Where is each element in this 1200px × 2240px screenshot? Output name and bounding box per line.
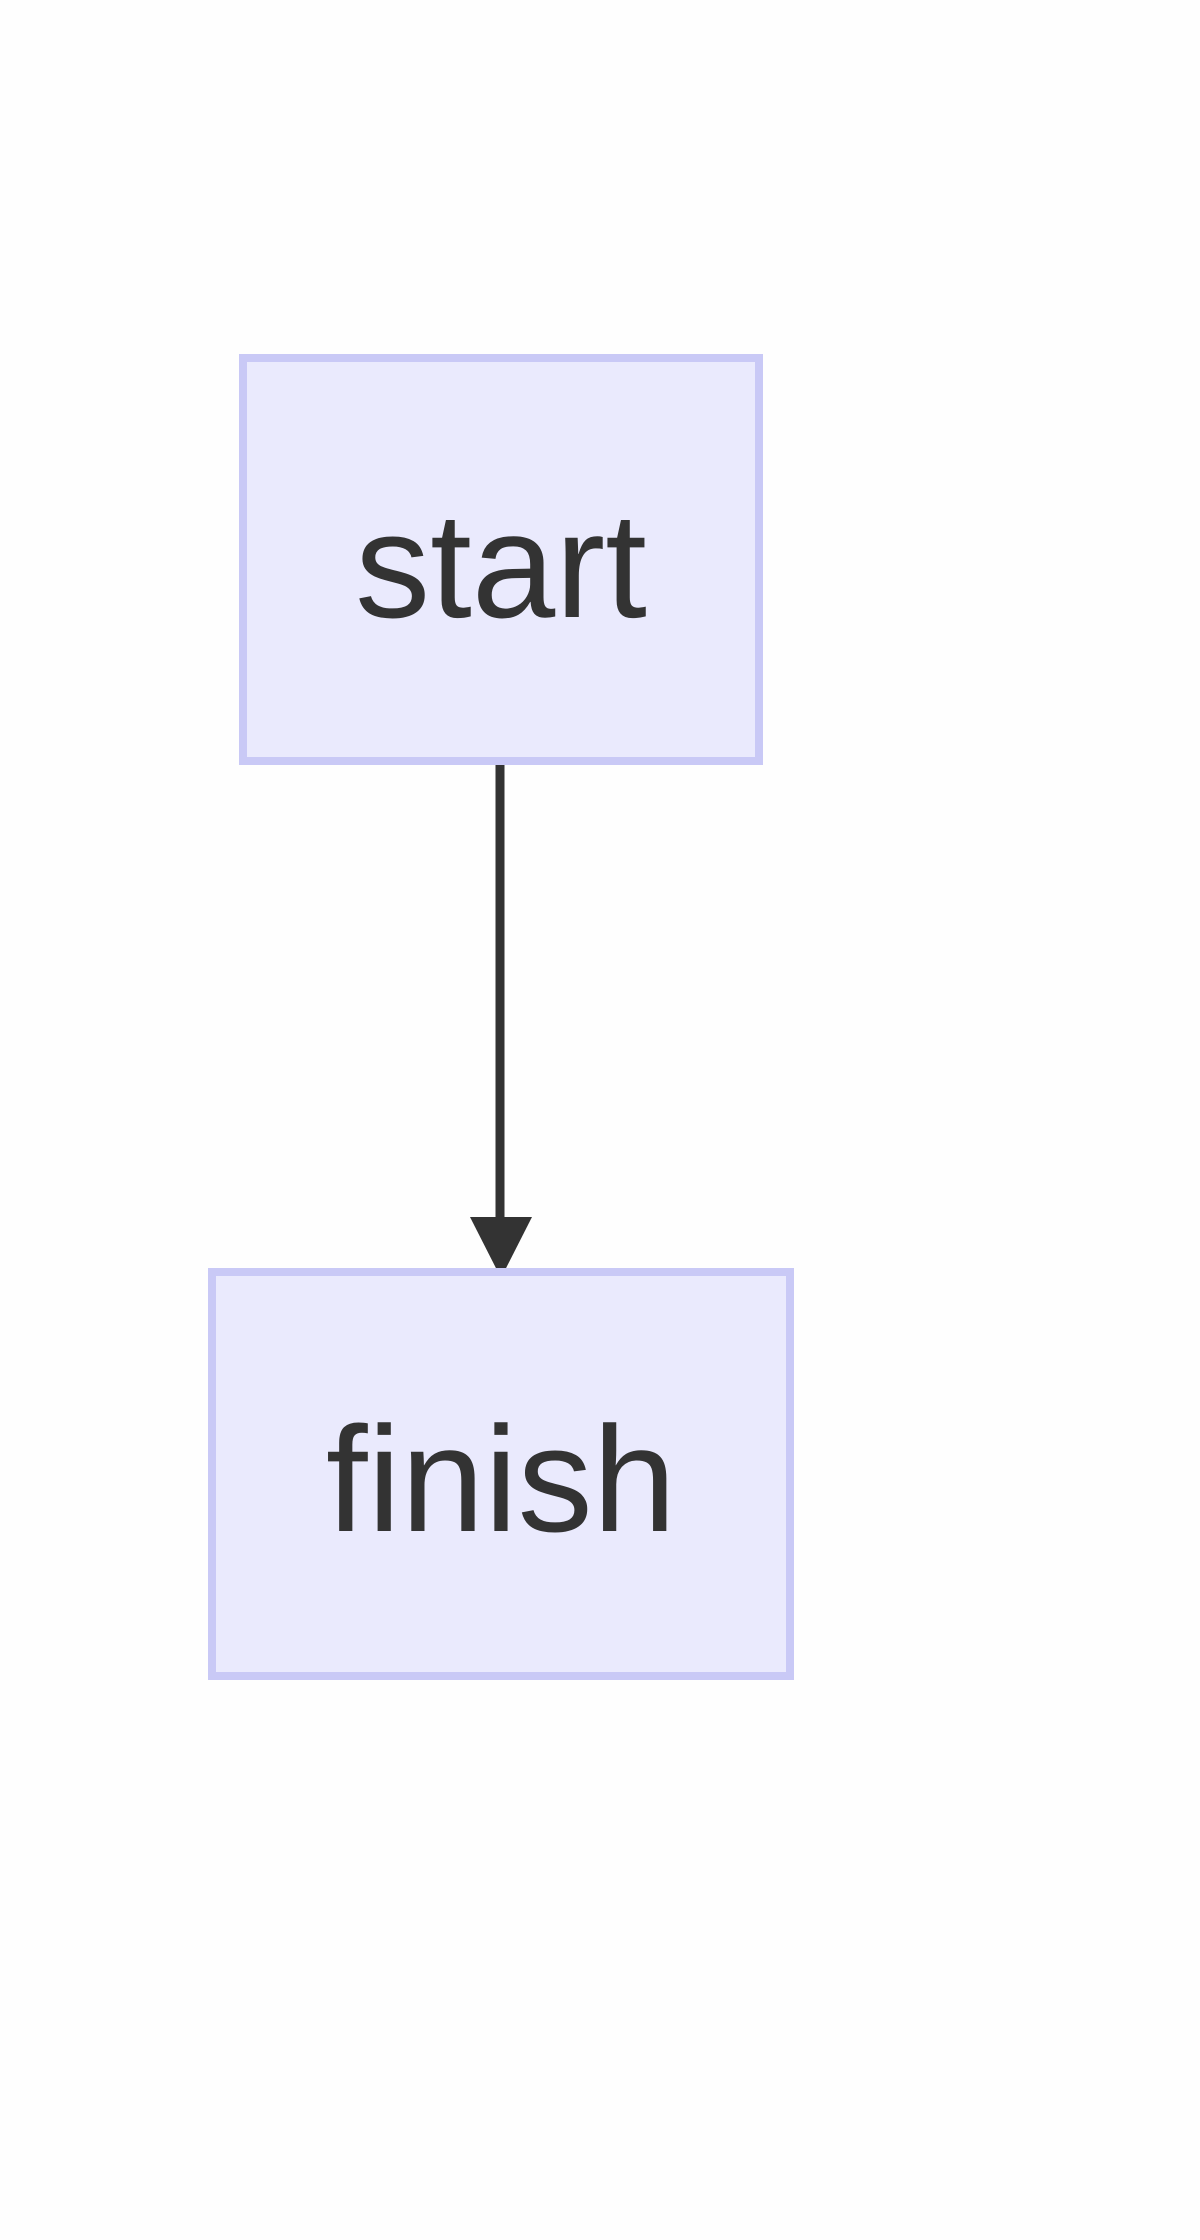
node-start[interactable]: start — [239, 354, 763, 765]
node-finish-label: finish — [326, 1395, 676, 1563]
edge-start-to-finish — [470, 763, 532, 1278]
node-finish[interactable]: finish — [208, 1268, 794, 1680]
arrowhead-icon — [470, 1217, 532, 1278]
node-start-box[interactable] — [239, 354, 763, 765]
node-start-label: start — [355, 481, 647, 649]
node-finish-box[interactable] — [208, 1268, 794, 1680]
